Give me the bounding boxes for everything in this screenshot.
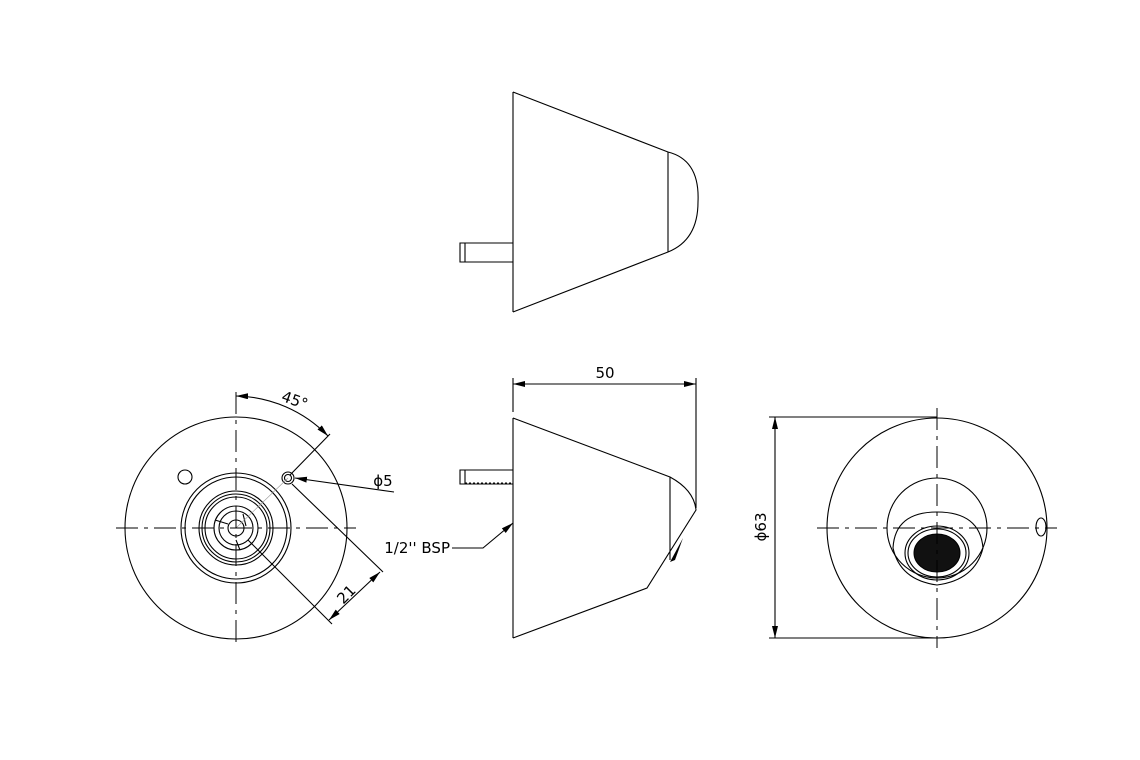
inlet-pin <box>459 242 513 263</box>
top-side-view <box>459 91 699 313</box>
length-dimension-label: 50 <box>595 364 614 382</box>
hole-diameter-label: ϕ5 <box>373 472 392 490</box>
thread-leader <box>452 522 514 549</box>
angle-dimension-label: 45° <box>279 387 310 413</box>
inlet-pin <box>459 469 513 485</box>
left-front-view: 45° ϕ5 21 <box>116 387 395 648</box>
right-front-view: ϕ63 <box>752 408 1057 648</box>
mounting-hole <box>177 469 193 485</box>
angle-dimension-arc <box>235 393 329 437</box>
small-hole <box>281 471 295 485</box>
offset-dimension-line <box>328 571 381 621</box>
middle-side-view: 50 1/2'' BSP <box>384 364 697 639</box>
side-hole <box>1035 517 1047 537</box>
outer-diameter-label: ϕ63 <box>752 513 770 542</box>
hole-diameter-leader <box>294 476 395 493</box>
thread-label: 1/2'' BSP <box>384 539 450 557</box>
offset-dimension-label: 21 <box>333 581 359 607</box>
